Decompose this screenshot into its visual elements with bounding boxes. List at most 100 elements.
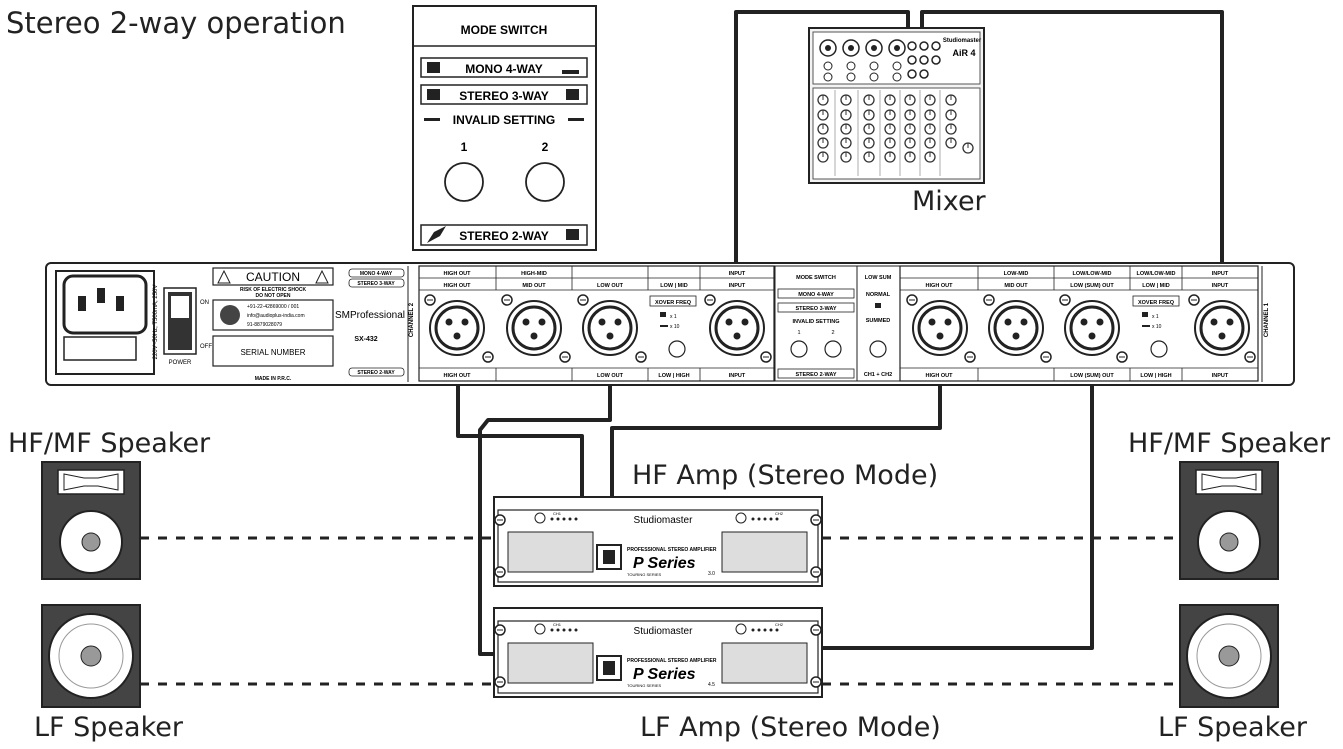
ch1-top2-2: LOW (SUM) OUT [1070, 283, 1114, 289]
hf-amp-series: P Series [633, 555, 696, 572]
crossover-brand: SMProfessional [335, 310, 405, 321]
cable-ch2-high-hf-amp [456, 360, 584, 500]
normal-label: NORMAL [866, 292, 891, 298]
page-title: Stereo 2-way operation [6, 6, 346, 40]
ch1-xover-label: XOVER FREQ [1138, 300, 1175, 306]
mode-card-mono: MONO 4-WAY [465, 62, 543, 76]
lf-amp-brand: Studiomaster [634, 626, 694, 637]
panel-mono: MONO 4-WAY [798, 292, 834, 298]
mixer-model: AiR 4 [952, 48, 975, 58]
mode-switch-card-title: MODE SWITCH [461, 23, 548, 37]
contact-email: info@audioplus-india.com [247, 313, 305, 319]
lf-amp-ch1: CH1 [553, 622, 562, 627]
mode-card-stereo2: STEREO 2-WAY [459, 229, 549, 243]
ch1-ch2-label: CH1 + CH2 [864, 372, 892, 378]
ch1-top1-2: LOW/LOW-MID [1073, 271, 1112, 277]
low-sum-label: LOW SUM [865, 275, 892, 281]
ch2-x10: x 10 [670, 324, 680, 330]
mixer-device: Studiomaster AiR 4 [808, 27, 985, 184]
lf-speaker-left-label: LF Speaker [34, 712, 183, 743]
crossover-unit: 220V~50Hz, T500mA, 250V ON OFF POWER CAU… [45, 262, 1295, 386]
crossover-model: SX-432 [354, 336, 377, 343]
cable-mixer-ch1-input [920, 10, 1224, 308]
hf-amp-ch1: CH1 [553, 511, 562, 516]
ch2-bottom-3: LOW | HIGH [658, 373, 689, 379]
panel-btn2: 2 [831, 330, 834, 336]
cable-ch2-low-lf-amp [478, 360, 612, 656]
panel-stereo2: STEREO 2-WAY [795, 372, 836, 378]
mode-switch-card: MODE SWITCH MONO 4-WAY STEREO 3-WAY INVA… [412, 5, 597, 251]
ch2-bottom-4: INPUT [729, 373, 746, 379]
ch2-x1: x 1 [670, 314, 677, 320]
mode-card-btn2-label: 2 [542, 140, 549, 154]
ch1-bottom-3: LOW | HIGH [1140, 373, 1171, 379]
power-on-label: ON [200, 300, 209, 306]
ch1-bottom-2: LOW (SUM) OUT [1070, 373, 1114, 379]
hfmf-speaker-right [1179, 461, 1279, 580]
ch1-top1-1: LOW-MID [1004, 271, 1029, 277]
ch2-top1-1: HIGH-MID [521, 271, 547, 277]
caution-sub2: DO NOT OPEN [255, 293, 290, 299]
ch2-top2-2: LOW OUT [597, 283, 624, 289]
hf-amp-subtitle: PROFESSIONAL STEREO AMPLIFIER [627, 547, 717, 553]
ch1-top2-4: INPUT [1212, 283, 1229, 289]
hf-amp-brand: Studiomaster [634, 515, 694, 526]
power-off-label: OFF [200, 344, 212, 350]
panel-stereo3: STEREO 3-WAY [795, 306, 836, 312]
cables [456, 10, 1224, 656]
ch2-bottom-2: LOW OUT [597, 373, 624, 379]
channel1-label: CHANNEL 1 [1264, 302, 1270, 337]
made-in: MADE IN P.R.C. [255, 376, 292, 382]
ch2-top2-0: HIGH OUT [444, 283, 472, 289]
contact-phone: +91-22-42869000 / 001 [247, 304, 299, 310]
ch2-xover-label: XOVER FREQ [655, 300, 692, 306]
ch2-top2-4: INPUT [729, 283, 746, 289]
hf-amp-label: HF Amp (Stereo Mode) [632, 460, 939, 491]
summed-label: SUMMED [866, 318, 890, 324]
rear-stereo3-label: STEREO 3-WAY [357, 281, 395, 287]
lf-amp: Studiomaster CH1 CH2 PROFESSIONAL STEREO… [493, 607, 823, 698]
rear-stereo2-label: STEREO 2-WAY [357, 370, 395, 376]
lf-amp-series: P Series [633, 666, 696, 683]
lf-speaker-left [41, 604, 141, 708]
panel-mode-switch: MODE SWITCH [796, 275, 836, 281]
hf-amp-model: 3.0 [708, 571, 715, 577]
ch1-bottom-0: HIGH OUT [926, 373, 954, 379]
hf-amp-touring: TOURING SERIES [627, 572, 661, 577]
serial-number: SERIAL NUMBER [240, 348, 305, 357]
ch1-top2-1: MID OUT [1004, 283, 1028, 289]
cable-ch1-low-lf-amp [822, 360, 1094, 650]
ch1-top2-0: HIGH OUT [926, 283, 954, 289]
ch1-bottom-4: INPUT [1212, 373, 1229, 379]
lf-amp-ch2: CH2 [775, 622, 784, 627]
hfmf-speaker-right-label: HF/MF Speaker [1128, 428, 1331, 459]
hfmf-speaker-left-label: HF/MF Speaker [8, 428, 211, 459]
ch2-top1-4: INPUT [729, 271, 746, 277]
ch2-bottom-0: HIGH OUT [444, 373, 472, 379]
panel-invalid: INVALID SETTING [793, 319, 840, 325]
lf-amp-touring: TOURING SERIES [627, 683, 661, 688]
panel-btn1: 1 [797, 330, 800, 336]
ch1-x10: x 10 [1152, 324, 1162, 330]
ch1-top2-3: LOW | MID [1142, 283, 1170, 289]
power-label: POWER [169, 360, 192, 366]
channel2-label: CHANNEL 2 [409, 302, 415, 337]
mode-card-invalid: INVALID SETTING [453, 113, 555, 127]
caution-label: CAUTION [246, 270, 300, 284]
hf-amp: Studiomaster CH1 CH2 PROFESSIONAL STEREO… [493, 496, 823, 587]
lf-speaker-right-label: LF Speaker [1158, 712, 1307, 743]
hfmf-speaker-left [41, 461, 141, 580]
voltage-rating: 220V~50Hz, T500mA, 250V [153, 285, 159, 360]
ch2-top2-3: LOW | MID [660, 283, 688, 289]
mode-card-stereo3: STEREO 3-WAY [459, 89, 549, 103]
ch2-top1-0: HIGH OUT [444, 271, 472, 277]
lf-amp-subtitle: PROFESSIONAL STEREO AMPLIFIER [627, 658, 717, 664]
lf-amp-label: LF Amp (Stereo Mode) [640, 712, 941, 743]
speaker-wires [140, 536, 1180, 686]
ch1-top1-3: LOW/LOW-MID [1137, 271, 1176, 277]
mixer-label: Mixer [912, 186, 986, 217]
caution-sub1: RISK OF ELECTRIC SHOCK [240, 287, 307, 293]
lf-amp-model: 4.5 [708, 682, 715, 688]
ch2-top2-1: MID OUT [522, 283, 546, 289]
